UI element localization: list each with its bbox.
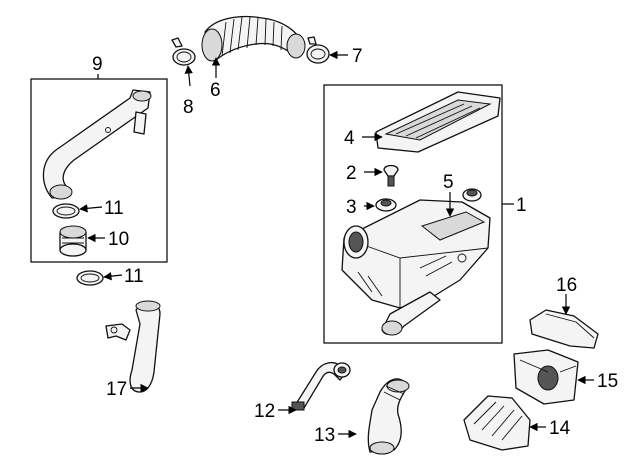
callout-12: 12 <box>254 401 275 422</box>
clamp-part-11-upper <box>52 203 80 219</box>
elbow-hose-part-13 <box>367 378 410 455</box>
callout-15: 15 <box>597 371 618 392</box>
clamp-part-8 <box>171 37 196 66</box>
leader-lines <box>79 50 594 439</box>
intake-duct-part-6 <box>201 15 306 62</box>
callout-14: 14 <box>549 418 571 439</box>
tube-part-12 <box>291 361 351 411</box>
duct-part-14 <box>463 395 531 451</box>
group-box-9 <box>30 78 168 263</box>
cover-part-16 <box>529 309 599 349</box>
callout-3: 3 <box>346 197 357 218</box>
callout-4: 4 <box>344 128 355 149</box>
callout-9: 9 <box>92 54 103 75</box>
coupler-part-10 <box>59 225 87 257</box>
callout-1: 1 <box>516 195 527 216</box>
intake-pipe-part-9 <box>42 89 152 200</box>
callout-6: 6 <box>210 80 221 101</box>
grommet-part-2 <box>383 164 399 187</box>
callout-17: 17 <box>106 379 127 400</box>
grommet-part-3 <box>375 198 397 212</box>
air-cleaner-housing-part-1 <box>341 199 491 336</box>
callout-11-upper: 11 <box>104 198 124 219</box>
callout-16: 16 <box>556 275 577 296</box>
hose-part-17 <box>105 300 161 393</box>
air-filter-part-4 <box>375 91 501 153</box>
grommet-detail <box>462 188 482 202</box>
clamp-part-11-lower <box>76 270 104 286</box>
callout-2: 2 <box>346 163 357 184</box>
callout-7: 7 <box>352 46 363 67</box>
clamp-part-7 <box>306 36 330 64</box>
callout-8: 8 <box>183 97 194 118</box>
resonator-part-15 <box>513 349 579 405</box>
callout-13: 13 <box>314 425 335 446</box>
callout-5: 5 <box>443 172 454 193</box>
group-box-1 <box>323 84 503 344</box>
callout-10: 10 <box>108 229 129 250</box>
callout-11-lower: 11 <box>124 266 144 287</box>
